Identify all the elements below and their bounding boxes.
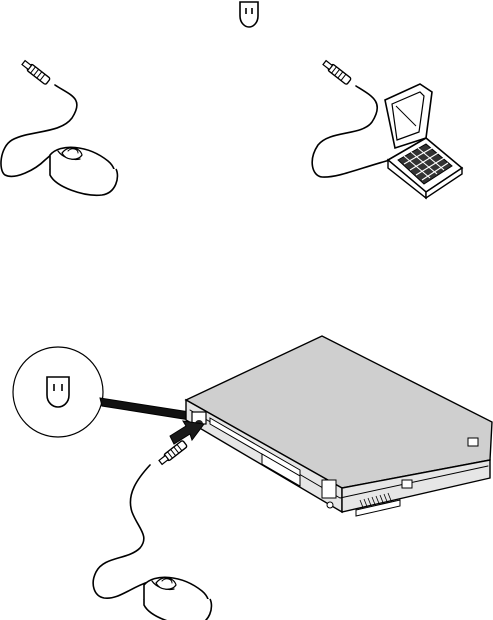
laptop-computer-icon	[186, 336, 492, 516]
laptop-mouse-cable	[93, 465, 150, 598]
callout-leader	[100, 398, 190, 420]
arrow-right-icon	[170, 421, 204, 444]
ps2-plug-icon	[322, 59, 351, 84]
mouse-icon	[50, 147, 117, 195]
keypad-cable	[312, 86, 390, 177]
ps2-plug-icon	[158, 440, 187, 465]
top-port-icon	[240, 2, 258, 27]
callout-port-icon	[47, 377, 69, 407]
numeric-keypad-icon	[385, 84, 462, 198]
ps2-plug-icon	[21, 59, 50, 84]
laptop-panel	[13, 336, 492, 620]
mouse-panel	[1, 59, 117, 195]
keypad-panel	[312, 59, 462, 198]
mouse-icon	[144, 577, 211, 620]
